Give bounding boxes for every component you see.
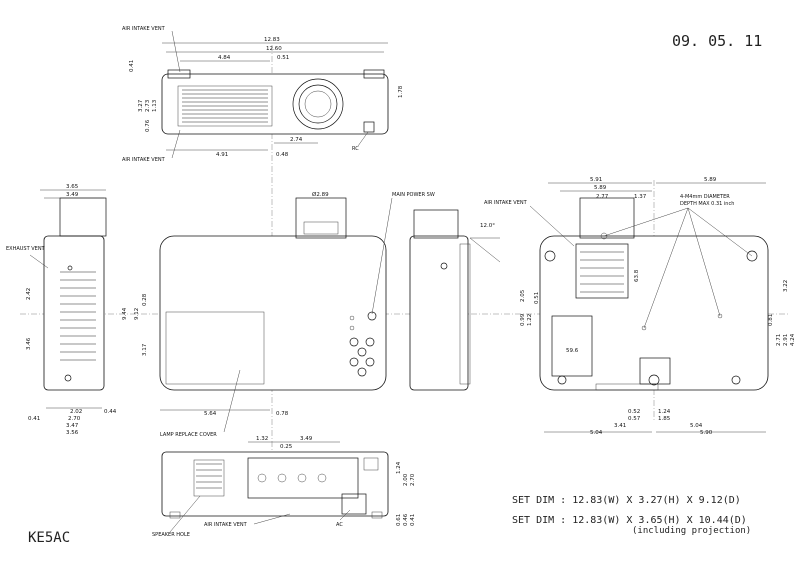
dim-bot-099: 0.99 xyxy=(520,313,526,326)
label-main-power-sw: MAIN POWER SW xyxy=(392,192,435,198)
dim-bot-322: 3.22 xyxy=(783,280,789,292)
dim-side-202: 2.02 xyxy=(70,409,82,415)
bottom-view xyxy=(539,197,769,391)
dim-bot-185: 1.85 xyxy=(658,416,671,422)
main-plan-view xyxy=(159,197,387,391)
dim-bot-051: 0.51 xyxy=(534,292,540,304)
dim-top-051: 0.51 xyxy=(277,55,289,61)
dim-top-178: 1.78 xyxy=(398,85,404,98)
dim-bot-291: 2.91 xyxy=(783,334,789,346)
dim-rear-061: 0.61 xyxy=(396,514,402,526)
dim-side-044: 0.44 xyxy=(104,409,117,415)
dim-bot-124: 1.24 xyxy=(658,409,671,415)
dim-bot-137: 1.37 xyxy=(634,194,647,200)
dim-bot-277: 2.77 xyxy=(596,194,609,200)
dim-top-048: 0.48 xyxy=(276,152,289,158)
front-view xyxy=(161,69,389,135)
label-air-intake-front: AIR INTAKE VENT xyxy=(122,157,166,163)
dim-bot-504a: 5.04 xyxy=(690,423,703,429)
right-side-view xyxy=(409,209,471,391)
label-ac: AC xyxy=(336,522,343,528)
label-air-intake-rear: AIR INTAKE VENT xyxy=(204,522,248,528)
rear-view xyxy=(161,451,389,519)
dim-side-349: 3.49 xyxy=(66,192,79,198)
dim-side-041: 0.41 xyxy=(28,416,40,422)
dim-top-491: 4.91 xyxy=(216,152,228,158)
dim-bot-424: 4.24 xyxy=(790,333,796,346)
dim-side-356: 3.56 xyxy=(66,430,79,436)
dim-top-113: 1.13 xyxy=(152,99,158,112)
model-name: KE5AC xyxy=(28,530,70,546)
label-screw-note-2: DEPTH MAX 0.31 inch xyxy=(680,201,734,207)
label-screw-note-1: 4-M4mm DIAMETER xyxy=(680,194,730,200)
dim-bot-122: 1.22 xyxy=(527,314,533,326)
dim-bot-589a: 5.89 xyxy=(594,185,607,191)
dim-top-484: 4.84 xyxy=(218,55,231,61)
drawing-date: 09. 05. 11 xyxy=(672,32,762,50)
dim-main-944: 9.44 xyxy=(122,307,128,320)
dim-bot-205: 2.05 xyxy=(520,289,526,302)
label-exhaust-vent: EXHAUST VENT xyxy=(6,246,46,252)
dim-angle: 12.0° xyxy=(480,223,495,229)
left-side-view xyxy=(43,197,107,391)
dim-bot-589b: 5.89 xyxy=(704,177,717,183)
label-air-intake-top: AIR INTAKE VENT xyxy=(122,26,166,32)
dim-bot-057: 0.57 xyxy=(628,416,641,422)
dim-main-028: 0.28 xyxy=(142,293,148,306)
dim-rear-041: 0.41 xyxy=(410,514,416,526)
dim-bot-271: 2.71 xyxy=(776,334,782,346)
dim-bot-591: 5.91 xyxy=(590,177,602,183)
dim-bot-504b: 5.04 xyxy=(590,430,603,436)
dim-bot-341: 3.41 xyxy=(614,423,626,429)
dim-rear-200: 2.00 xyxy=(403,473,409,486)
dim-top-1283: 12.83 xyxy=(264,37,280,43)
label-air-intake-bottom: AIR INTAKE VENT xyxy=(484,200,528,206)
dim-main-912: 9.12 xyxy=(134,308,140,320)
dim-bot-052: 0.52 xyxy=(628,409,640,415)
dim-window: 63.8 xyxy=(634,269,640,282)
dim-rear-025: 0.25 xyxy=(280,444,293,450)
dim-bot-590: 5.90 xyxy=(700,430,713,436)
dim-side-270: 2.70 xyxy=(68,416,81,422)
dim-side-242: 2.42 xyxy=(26,288,32,300)
dim-top-041: 0.41 xyxy=(129,60,135,72)
dim-rear-046: 0.46 xyxy=(403,513,409,526)
dim-main-317: 3.17 xyxy=(142,343,148,356)
dim-bot-081: 0.81 xyxy=(768,314,774,326)
label-speaker-hole: SPEAKER HOLE xyxy=(152,532,190,538)
dim-main-564: 5.64 xyxy=(204,411,217,417)
dim-side-365: 3.65 xyxy=(66,184,79,190)
dim-top-1260: 12.60 xyxy=(266,46,282,52)
set-dim-1: SET DIM : 12.83(W) X 3.27(H) X 9.12(D) xyxy=(512,495,741,506)
dim-main-078: 0.78 xyxy=(276,411,289,417)
dim-top-327: 3.27 xyxy=(138,99,144,112)
dim-slot: 59.6 xyxy=(566,348,579,354)
dim-top-274: 2.74 xyxy=(290,137,303,143)
dim-side-346: 3.46 xyxy=(26,337,32,350)
set-dim-note: (including projection) xyxy=(632,526,751,536)
dim-rear-349: 3.49 xyxy=(300,436,313,442)
label-rc: RC xyxy=(352,146,359,152)
set-dim-2: SET DIM : 12.83(W) X 3.65(H) X 10.44(D) xyxy=(512,515,747,526)
dim-rear-124: 1.24 xyxy=(396,461,402,474)
dim-main-dia: Ø2.89 xyxy=(312,191,329,198)
dim-rear-132: 1.32 xyxy=(256,436,268,442)
dim-side-347: 3.47 xyxy=(66,423,79,429)
dim-top-076: 0.76 xyxy=(145,119,151,132)
dim-rear-270: 2.70 xyxy=(410,473,416,486)
control-buttons xyxy=(349,311,377,377)
dim-top-273: 2.73 xyxy=(145,99,151,112)
label-lamp-replace-cover: LAMP REPLACE COVER xyxy=(160,432,217,438)
